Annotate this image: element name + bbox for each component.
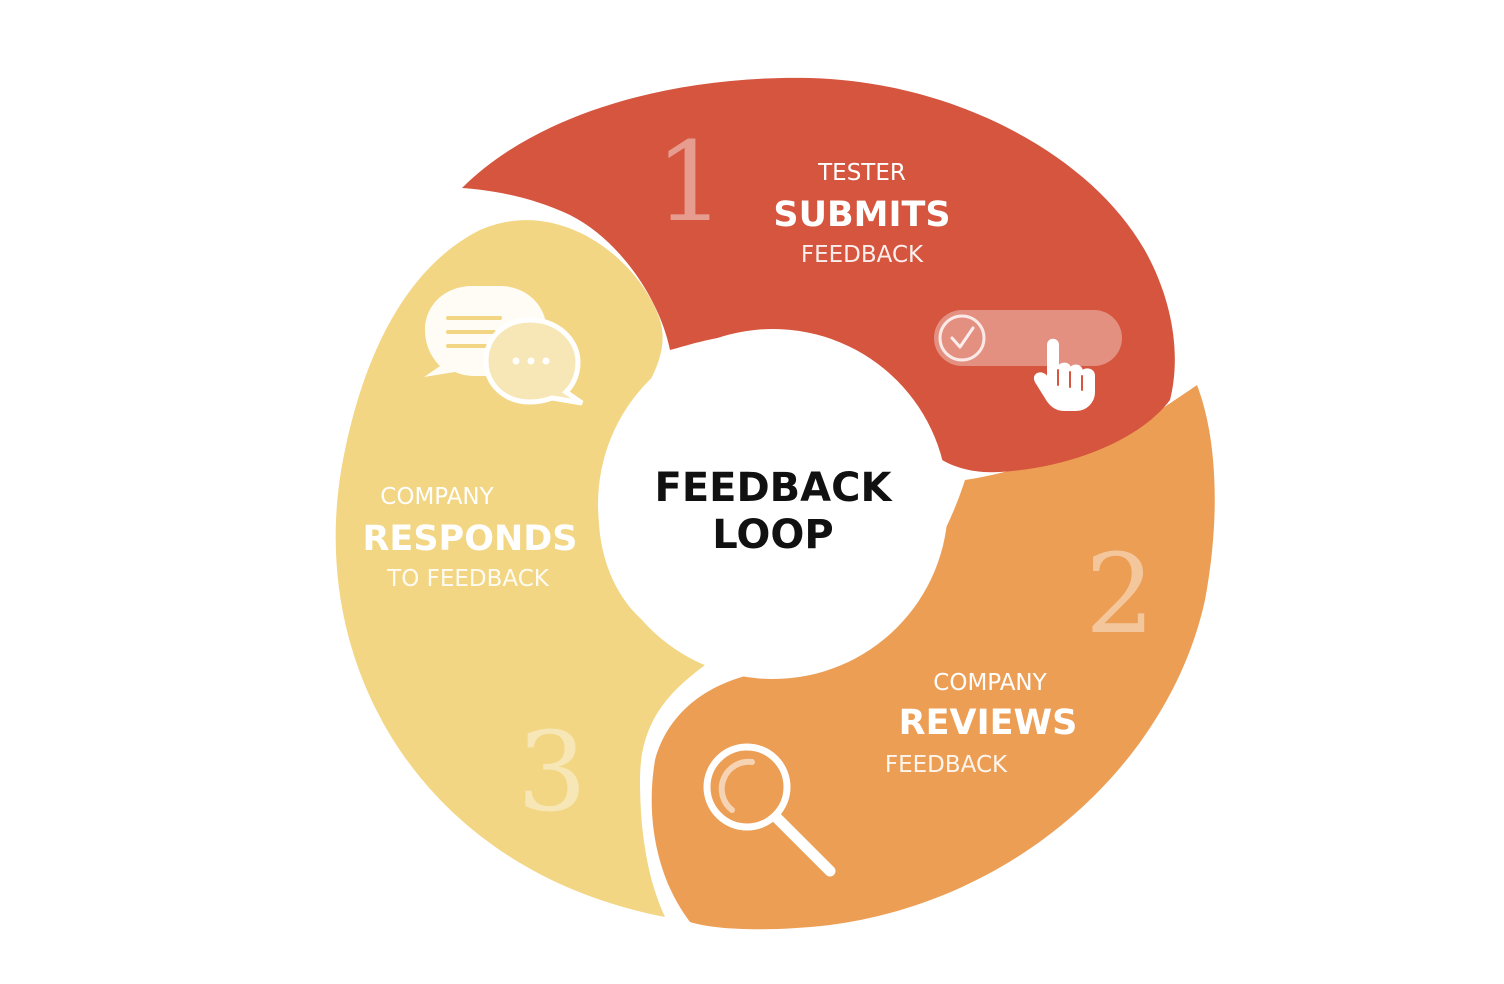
center-title-line2: LOOP: [712, 512, 833, 558]
step-3-line3: TO FEEDBACK: [386, 566, 550, 592]
center-title-line1: FEEDBACK: [655, 465, 894, 511]
step-2-line1: COMPANY: [933, 670, 1047, 696]
segment-1: [462, 77, 1175, 473]
segment-3: [335, 220, 712, 917]
chat-bubbles-icon: [424, 286, 584, 406]
magnifier-icon: [703, 743, 836, 877]
step-1-line2: SUBMITS: [773, 195, 950, 235]
step-1-number: 1: [655, 118, 725, 246]
center-circle: [598, 329, 948, 679]
segment-2: [651, 385, 1215, 930]
step-1-line3: FEEDBACK: [801, 242, 924, 268]
step-2-line3: FEEDBACK: [885, 752, 1008, 778]
step-2-line2: REVIEWS: [899, 703, 1078, 743]
step-3-line1: COMPANY: [380, 484, 494, 510]
step-3-line2: RESPONDS: [362, 519, 577, 559]
step-3-number: 3: [517, 708, 587, 836]
step-1-line1: TESTER: [817, 160, 906, 186]
toggle-click-icon: [934, 310, 1122, 411]
step-2-number: 2: [1085, 530, 1155, 658]
